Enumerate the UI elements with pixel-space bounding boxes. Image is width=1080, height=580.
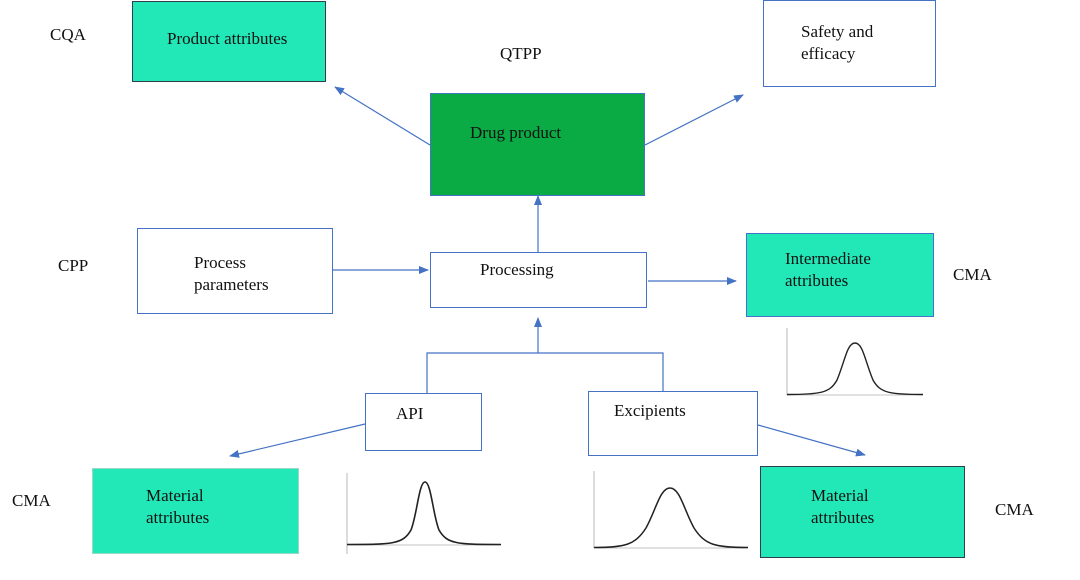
material-attributes-right-text: Material attributes	[811, 486, 875, 527]
processing-box: Processing	[430, 252, 647, 308]
connector-api-excipients	[426, 352, 664, 393]
arrow-drug-to-product-attributes	[334, 86, 431, 146]
arrow-excipients-to-material	[757, 424, 866, 457]
label-cqa: CQA	[50, 25, 86, 44]
label-cpp: CPP	[58, 256, 89, 275]
process-parameters-text: Process parameters	[194, 253, 269, 294]
api-box: API	[365, 393, 482, 451]
api-text: API	[396, 404, 424, 423]
label-qtpp: QTPP	[500, 44, 542, 63]
safety-efficacy-box: Safety and efficacy	[763, 0, 936, 87]
intermediate-attributes-text: Intermediate attributes	[785, 249, 871, 290]
intermediate-attributes-box: Intermediate attributes	[746, 233, 934, 317]
label-cma-right: CMA	[995, 500, 1034, 519]
distribution-curve-icon	[786, 328, 924, 396]
label-cma-intermediate: CMA	[953, 265, 992, 284]
distribution-curve-icon	[346, 473, 502, 554]
excipients-text: Excipients	[614, 401, 686, 420]
distribution-curve-icon	[593, 471, 749, 549]
processing-text: Processing	[480, 260, 554, 279]
process-parameters-box: Process parameters	[137, 228, 333, 314]
arrow-api-to-material	[229, 423, 366, 458]
label-cma-left: CMA	[12, 491, 51, 510]
material-attributes-left-text: Material attributes	[146, 486, 210, 527]
excipients-box: Excipients	[588, 391, 758, 456]
material-attributes-right-box: Material attributes	[760, 466, 965, 558]
drug-product-text: Drug product	[470, 123, 562, 142]
drug-product-box: Drug product	[430, 93, 645, 196]
safety-efficacy-text: Safety and efficacy	[801, 22, 874, 63]
product-attributes-text: Product attributes	[167, 29, 288, 48]
product-attributes-box: Product attributes	[132, 1, 326, 82]
arrow-drug-to-safety	[644, 94, 744, 146]
material-attributes-left-box: Material attributes	[92, 468, 299, 554]
